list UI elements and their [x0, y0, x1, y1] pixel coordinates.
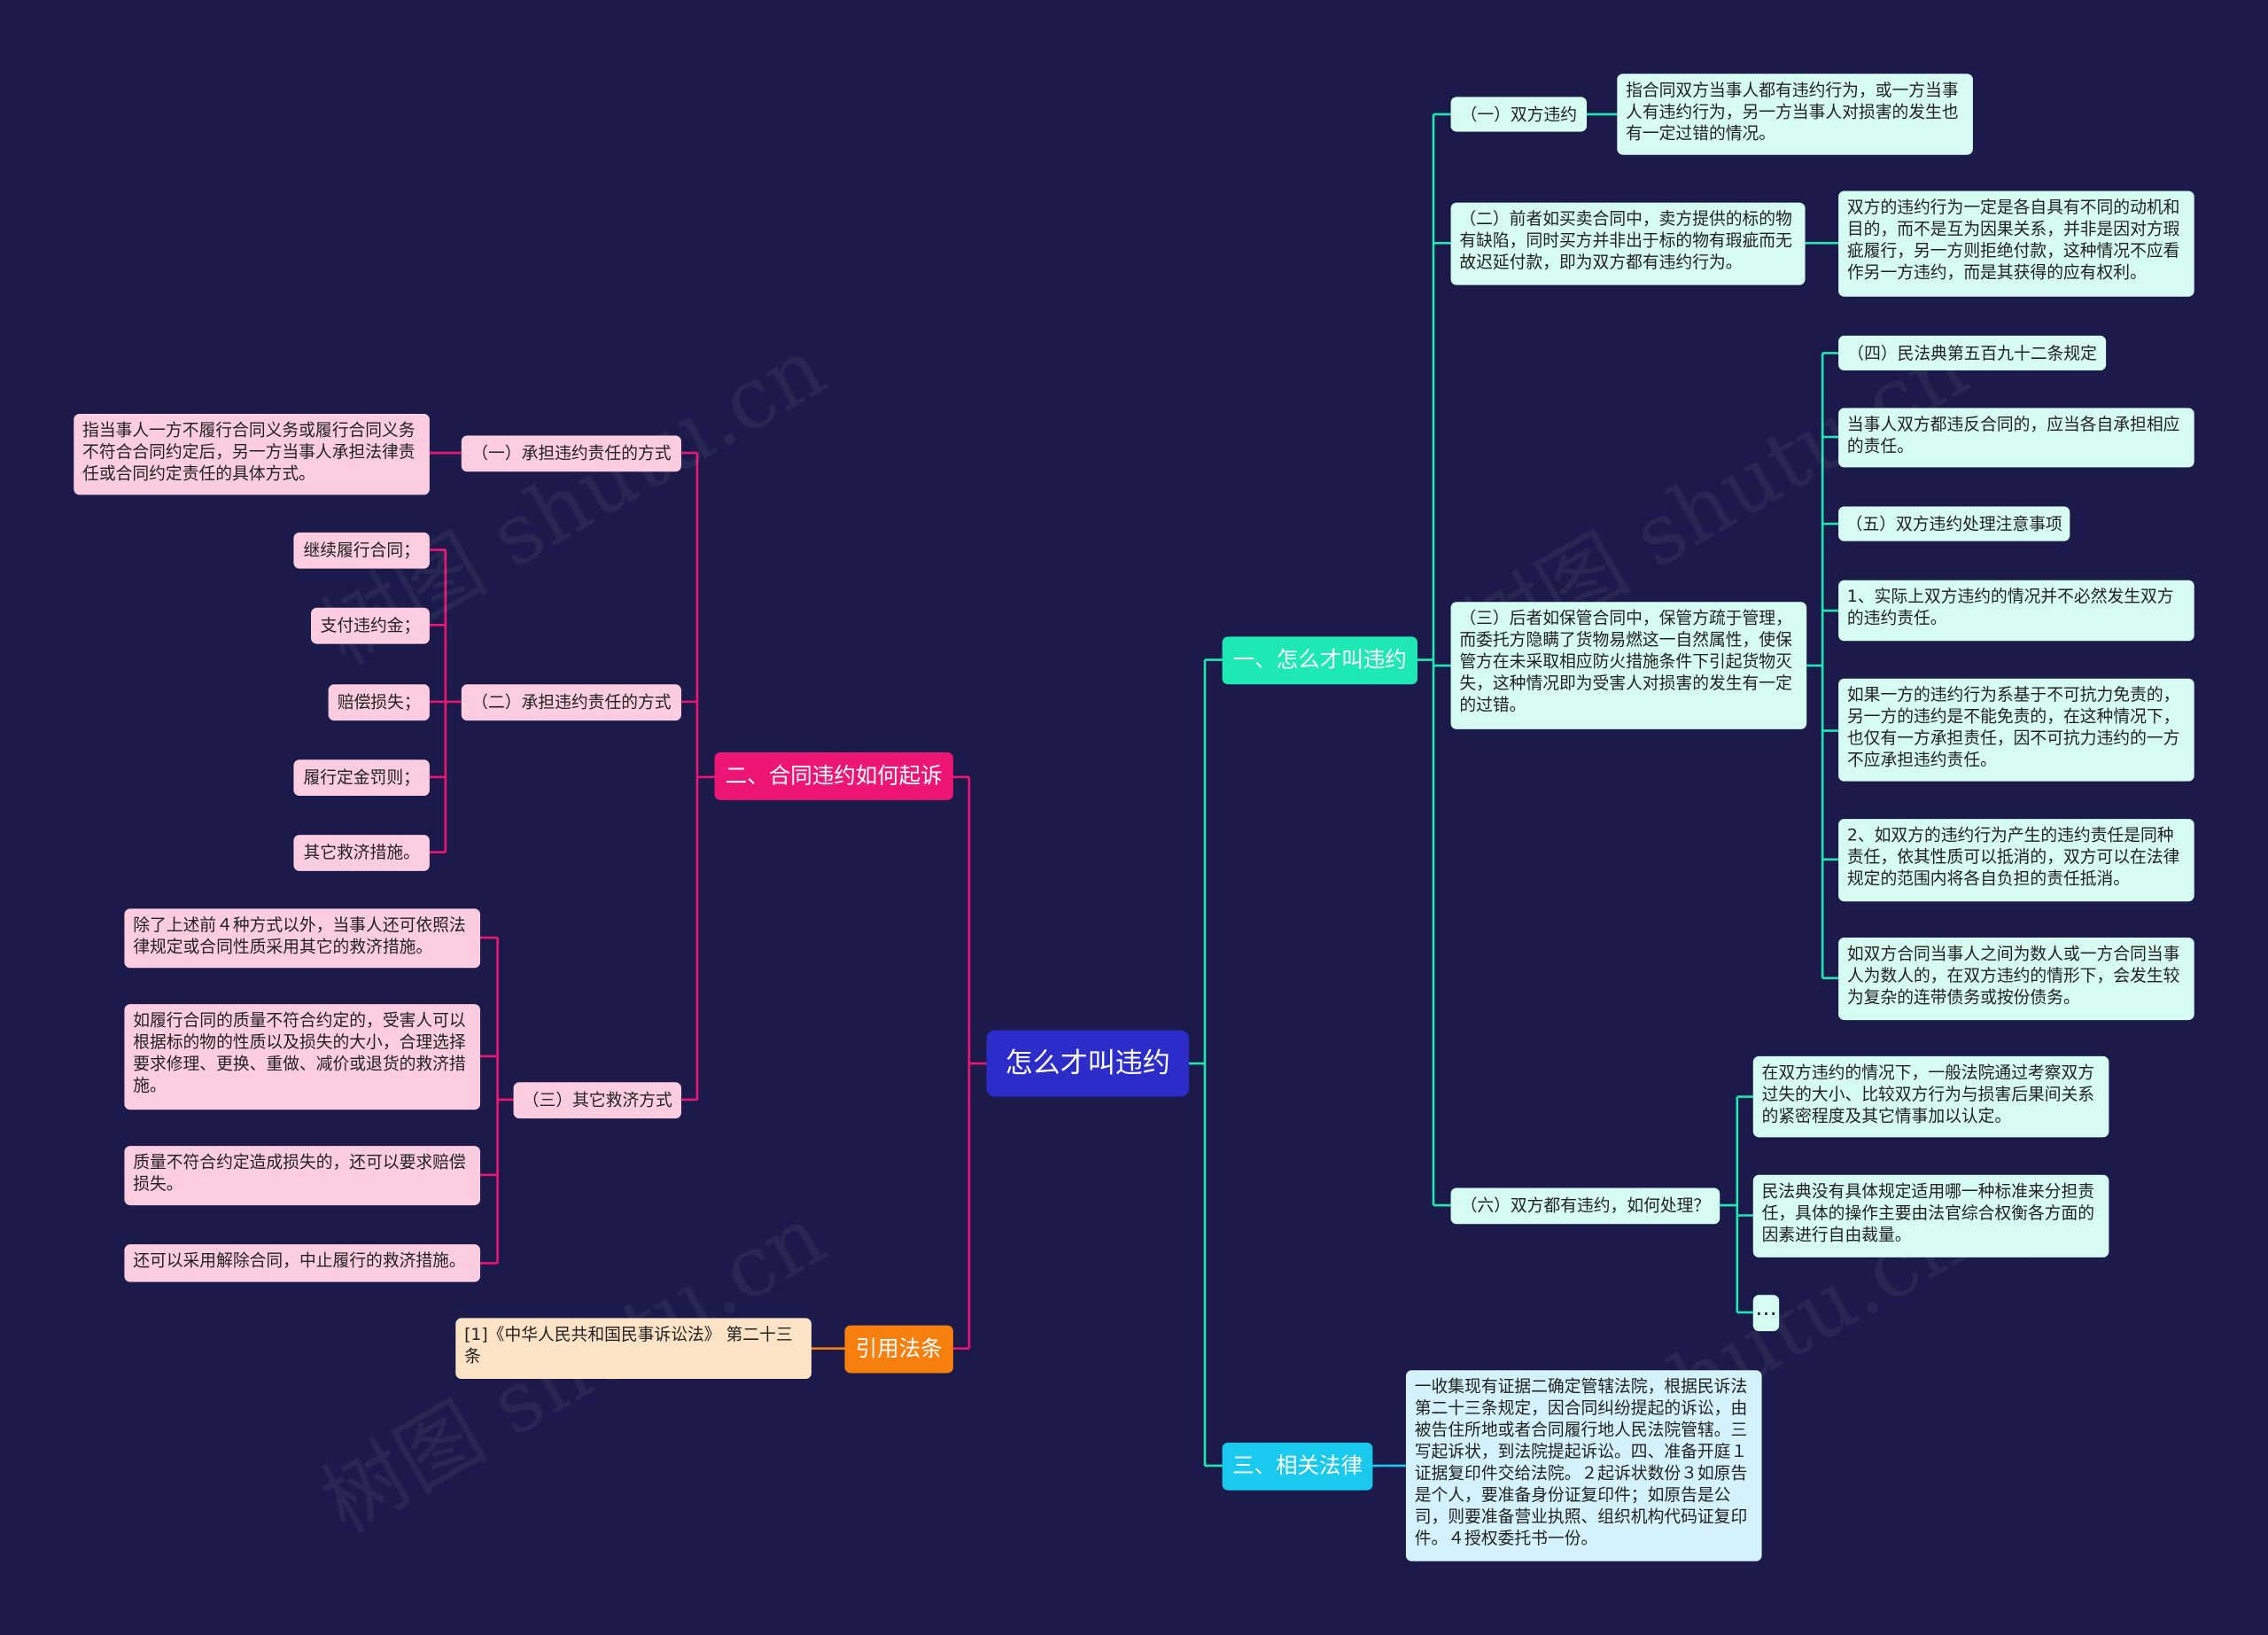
- cited-law-detail[interactable]: [1]《中华人民共和国民事诉讼法》 第二十三条: [455, 1318, 812, 1380]
- branch-related-law[interactable]: 三、相关法律: [1222, 1442, 1373, 1491]
- note-2[interactable]: 2、如双方的违约行为产生的违约责任是同种责任，依其性质可以抵消的，双方可以在法律…: [1838, 819, 2194, 902]
- how-to-handle-label[interactable]: （六）双方都有违约，如何处理？: [1450, 1187, 1720, 1225]
- force-majeure-note[interactable]: 如果一方的违约行为系基于不可抗力免责的，另一方的违约是不能免责的，在这种情况下，…: [1838, 678, 2194, 782]
- different-motives-note[interactable]: 双方的违约行为一定是各自具有不同的动机和目的，而不是互为因果关系，并非是因对方瑕…: [1838, 191, 2194, 297]
- liability-method-1-label[interactable]: （一）承担违约责任的方式: [461, 435, 681, 472]
- method-continue-performance[interactable]: 继续履行合同；: [293, 532, 430, 569]
- method-deposit-rule[interactable]: 履行定金罚则；: [293, 759, 430, 797]
- judge-discretion-note[interactable]: 民法典没有具体规定适用哪一种标准来分担责任，具体的操作主要由法官综合权衡各方面的…: [1752, 1174, 2109, 1257]
- court-assessment-note[interactable]: 在双方违约的情况下，一般法院通过考察双方过失的大小、比较双方行为与损害后果间关系…: [1752, 1055, 2109, 1138]
- method-compensate[interactable]: 赔偿损失；: [328, 684, 430, 721]
- remedy-note-1[interactable]: 除了上述前４种方式以外，当事人还可依照法律规定或合同性质采用其它的救济措施。: [124, 908, 481, 969]
- other-remedies-label[interactable]: （三）其它救济方式: [513, 1082, 681, 1119]
- branch-cited-law[interactable]: 引用法条: [844, 1325, 953, 1374]
- root-topic[interactable]: 怎么才叫违约: [986, 1030, 1190, 1097]
- custody-contract-example[interactable]: （三）后者如保管合同中，保管方疏于管理，而委托方隐瞒了货物易燃这一自然属性，使保…: [1450, 602, 1807, 729]
- liability-method-2-label[interactable]: （二）承担违约责任的方式: [461, 684, 681, 721]
- mutual-breach-label[interactable]: （一）双方违约: [1450, 97, 1588, 132]
- empty-topic[interactable]: …: [1752, 1295, 1780, 1332]
- both-liable-note[interactable]: 当事人双方都违反合同的，应当各自承担相应的责任。: [1838, 408, 2194, 468]
- branch-how-to-sue[interactable]: 二、合同违约如何起诉: [714, 752, 953, 800]
- remedy-note-3[interactable]: 质量不符合约定造成损失的，还可以要求赔偿损失。: [124, 1146, 481, 1206]
- branch-how-to-call-breach[interactable]: 一、怎么才叫违约: [1222, 636, 1418, 685]
- method-other-remedies[interactable]: 其它救济措施。: [293, 835, 430, 871]
- handling-notes-label[interactable]: （五）双方违约处理注意事项: [1838, 506, 2070, 541]
- mutual-breach-detail[interactable]: 指合同双方当事人都有违约行为，或一方当事人有违约行为，另一方当事人对损害的发生也…: [1617, 74, 1973, 155]
- sales-contract-example[interactable]: （二）前者如买卖合同中，卖方提供的标的物有缺陷，同时买方并非出于标的物有瑕疵而无…: [1450, 202, 1806, 285]
- remedy-note-4[interactable]: 还可以采用解除合同，中止履行的救济措施。: [124, 1244, 481, 1282]
- method-pay-penalty[interactable]: 支付违约金；: [311, 607, 430, 644]
- civil-code-592-label[interactable]: （四）民法典第五百九十二条规定: [1838, 335, 2107, 370]
- joint-debt-note[interactable]: 如双方合同当事人之间为数人或一方合同当事人为数人的，在双方违约的情形下，会发生较…: [1838, 938, 2194, 1021]
- related-law-detail[interactable]: 一收集现有证据二确定管辖法院，根据民诉法第二十三条规定，因合同纠纷提起的诉讼，由…: [1405, 1370, 1762, 1561]
- note-1[interactable]: 1、实际上双方违约的情况并不必然发生双方的违约责任。: [1838, 580, 2194, 642]
- liability-method-definition[interactable]: 指当事人一方不履行合同义务或履行合同义务不符合合同约定后，另一方当事人承担法律责…: [74, 413, 430, 495]
- remedy-note-2[interactable]: 如履行合同的质量不符合约定的，受害人可以根据标的物的性质以及损失的大小，合理选择…: [124, 1004, 481, 1110]
